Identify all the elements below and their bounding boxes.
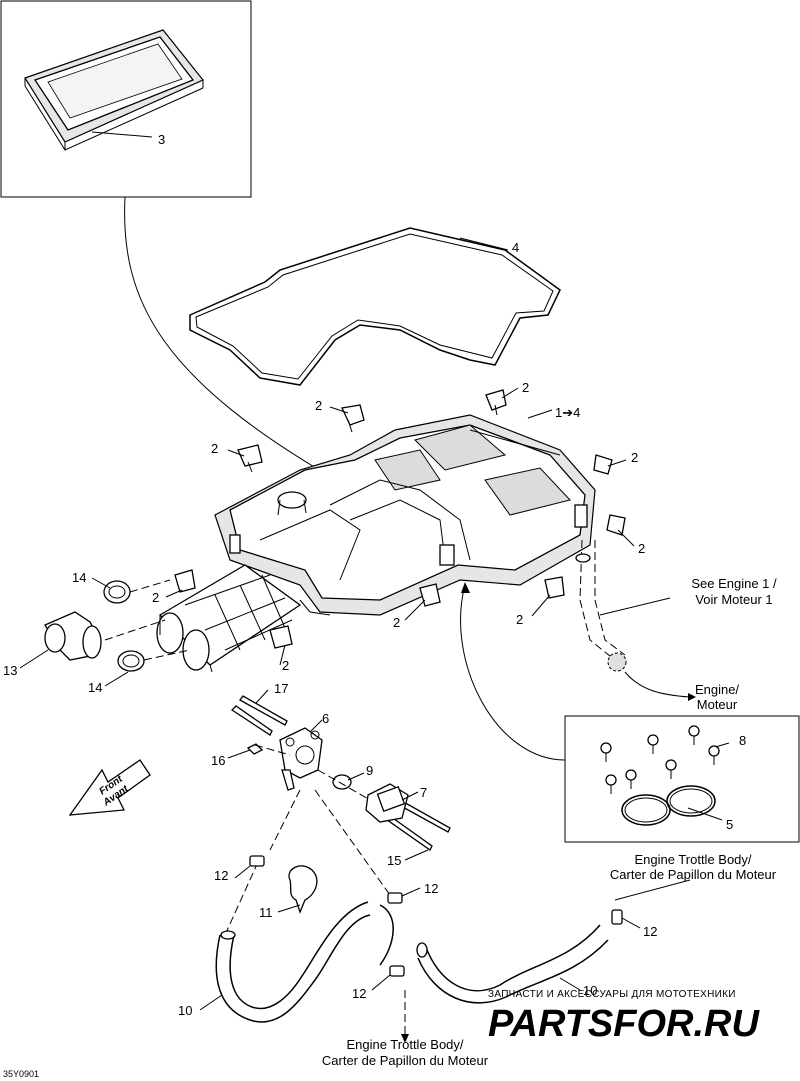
callout-2-a: 2 — [315, 398, 322, 413]
intake-grille-part — [156, 564, 302, 673]
callout-13: 13 — [3, 663, 17, 678]
engine-note-line2: Moteur — [697, 697, 738, 712]
throttle-note-right-line1: Engine Trottle Body/ — [634, 852, 751, 867]
actuator-part — [365, 783, 409, 823]
watermark-brand: PARTSFOR.RU — [488, 1003, 760, 1045]
callout-15: 15 — [387, 853, 401, 868]
engine-note-line1: Engine/ — [695, 682, 739, 697]
filter-inset-box — [0, 0, 252, 198]
callout-2-h: 2 — [516, 612, 523, 627]
elbow-hose-part — [44, 611, 102, 661]
gasket-part — [189, 227, 561, 386]
callout-14-a: 14 — [72, 570, 86, 585]
air-filter-part — [24, 29, 204, 151]
callout-labels: 3 4 1➔4 2 2 2 2 2 2 2 2 2 14 13 14 17 6 … — [3, 132, 746, 1018]
callout-11: 11 — [259, 905, 273, 920]
front-direction-arrow: Front Avant — [68, 759, 151, 816]
oring-part — [332, 774, 352, 790]
callout-2-c: 2 — [522, 380, 529, 395]
reference-notes: See Engine 1 / Voir Moteur 1 Engine/ Mot… — [322, 576, 777, 1068]
leader-lines — [19, 387, 730, 861]
callout-12-c: 12 — [643, 924, 657, 939]
callout-12-a: 12 — [214, 868, 228, 883]
callout-7: 7 — [420, 785, 427, 800]
callout-2-e: 2 — [638, 541, 645, 556]
callout-3: 3 — [158, 132, 165, 147]
callout-6: 6 — [322, 711, 329, 726]
screws-inset-box — [564, 715, 800, 843]
callout-10-a: 10 — [178, 1003, 192, 1018]
throttle-note-bottom-line2: Carter de Papillon du Moteur — [322, 1053, 489, 1068]
callout-8: 8 — [739, 733, 746, 748]
callout-2-i: 2 — [282, 658, 289, 673]
inset-leader-line — [124, 196, 346, 486]
lower-hose-part — [215, 789, 609, 1032]
throttle-note-bottom-line1: Engine Trottle Body/ — [346, 1037, 463, 1052]
see-engine-note-line2: Voir Moteur 1 — [695, 592, 772, 607]
sensor-body-part — [279, 727, 323, 791]
watermark: ЗАПЧАСТИ И АКСЕССУАРЫ ДЛЯ МОТОТЕХНИКИ PA… — [488, 989, 760, 1045]
hose-clamp-parts — [103, 580, 145, 672]
callout-12-d: 12 — [352, 986, 366, 1001]
callout-2-d: 2 — [631, 450, 638, 465]
breather-hose-part — [575, 539, 627, 672]
callout-9: 9 — [366, 763, 373, 778]
diagram-code: 35Y0901 — [3, 1069, 39, 1079]
callout-16: 16 — [211, 753, 225, 768]
callout-2-f: 2 — [152, 590, 159, 605]
callout-10-b: 10 — [583, 983, 597, 998]
watermark-caption: ЗАПЧАСТИ И АКСЕССУАРЫ ДЛЯ МОТОТЕХНИКИ — [488, 989, 736, 1000]
clip-parts — [174, 389, 626, 649]
see-engine-note-line1: See Engine 1 / — [691, 576, 777, 591]
callout-2-b: 2 — [211, 441, 218, 456]
small-clamp-parts — [249, 855, 623, 977]
callout-5: 5 — [726, 817, 733, 832]
callout-12-b: 12 — [424, 881, 438, 896]
callout-2-g: 2 — [393, 615, 400, 630]
callout-4: 4 — [512, 240, 519, 255]
bolt-parts — [230, 695, 451, 851]
airbox-part — [214, 414, 596, 616]
screw-parts — [600, 725, 720, 794]
callout-14-b: 14 — [88, 680, 102, 695]
callout-1-4: 1➔4 — [555, 405, 580, 420]
spring-clamp-part — [288, 865, 318, 914]
oring-pair-part — [621, 785, 716, 826]
throttle-note-right-line2: Carter de Papillon du Moteur — [610, 867, 777, 882]
callout-17: 17 — [274, 681, 288, 696]
